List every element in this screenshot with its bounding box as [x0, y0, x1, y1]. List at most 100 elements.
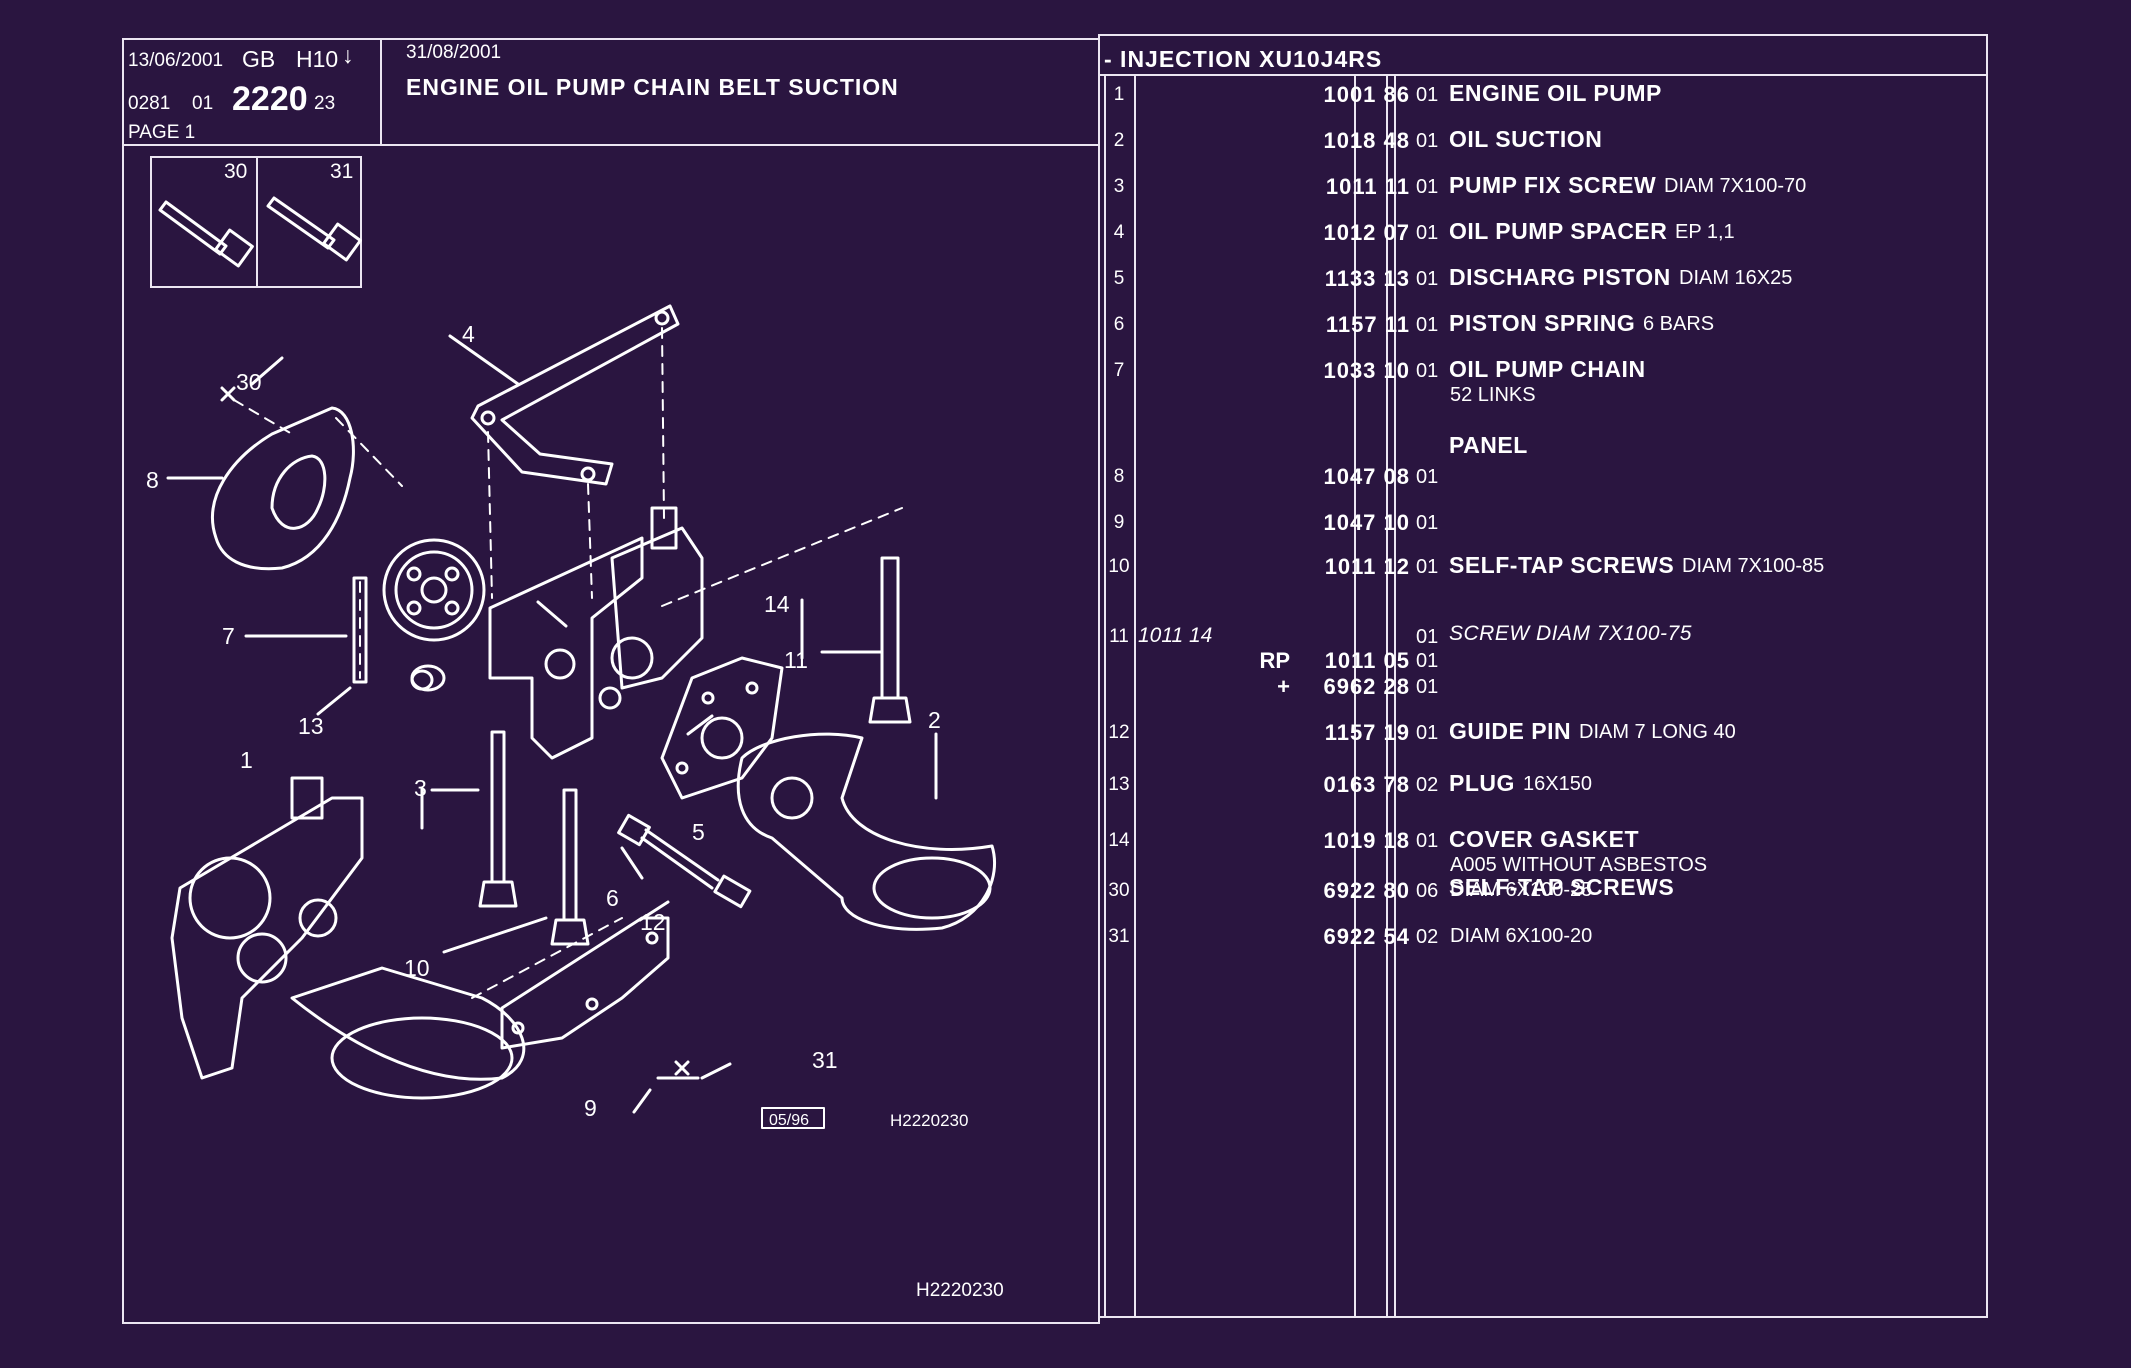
inset-divider [256, 156, 258, 288]
inset-label-30: 30 [224, 160, 248, 183]
part-spec: DIAM 6X100-20 [1450, 925, 1593, 947]
sprocket-part [382, 538, 486, 642]
screw-11-part [868, 556, 912, 724]
part-reference: 6962 28 [1323, 674, 1410, 699]
item-index: 7 [1113, 360, 1125, 381]
quantity: 01 [1416, 360, 1439, 382]
part-name: COVER GASKET [1449, 826, 1640, 852]
quantity: 01 [1416, 722, 1439, 744]
chain-part [352, 576, 368, 684]
callout-10: 10 [404, 955, 430, 981]
quantity: 01 [1416, 512, 1439, 534]
part-name: PISTON SPRING [1449, 310, 1636, 336]
header-divider [122, 144, 1100, 146]
pump-body-upper [488, 506, 903, 760]
ref-mid: 01 [192, 93, 214, 114]
oil-suction-part [736, 732, 997, 931]
page-number: PAGE 1 [128, 122, 196, 143]
part-name: SELF-TAP SCREWS [1449, 874, 1675, 900]
callout-12: 12 [640, 909, 666, 935]
alt-reference: 1011 14 [1138, 624, 1213, 647]
callout-11: 11 [784, 647, 808, 673]
quantity: 02 [1416, 774, 1439, 796]
header-separator [380, 38, 382, 146]
quantity: 01 [1416, 556, 1439, 578]
part-name: OIL PUMP SPACER [1449, 218, 1668, 244]
part-reference: 1011 12 [1324, 554, 1410, 579]
part-spec: EP 1,1 [1675, 221, 1735, 243]
quantity: 01 [1416, 222, 1439, 244]
callout-1: 1 [240, 747, 253, 773]
part-reference: 1001 86 [1323, 82, 1410, 107]
part-spec: DIAM 7X100-70 [1664, 175, 1807, 197]
ref-prefix: 0281 [128, 93, 171, 114]
parts-row: PANEL [1100, 432, 2000, 472]
item-index: 4 [1113, 222, 1125, 243]
plate-number: 2220 [232, 80, 308, 118]
quantity: 06 [1416, 880, 1439, 902]
screw-10-part [550, 788, 590, 946]
page-title: ENGINE OIL PUMP CHAIN BELT SUCTION [406, 74, 899, 100]
callout-2: 2 [928, 707, 941, 733]
item-index: 9 [1113, 512, 1125, 533]
part-reference: 1012 07 [1323, 220, 1410, 245]
item-index: 6 [1113, 314, 1125, 335]
quantity: 02 [1416, 926, 1439, 948]
quantity: 01 [1416, 314, 1439, 336]
callout-8: 8 [146, 467, 159, 493]
right-sheet-frame [1098, 34, 1988, 1318]
ref-prefix-mark: + [1277, 674, 1290, 699]
exploded-parts-diagram: 30 8 4 7 13 14 11 2 1 3 5 6 12 10 31 9 0… [146, 196, 1004, 1301]
piston-spring-pin-parts [617, 813, 752, 909]
part-spec: DIAM 7X100-85 [1682, 555, 1825, 577]
ref-prefix-mark: RP [1259, 648, 1290, 673]
section-divider [1098, 74, 1988, 76]
part-reference: 6922 80 [1323, 878, 1410, 903]
callout-3: 3 [414, 775, 427, 801]
quantity: 01 [1416, 130, 1439, 152]
part-name: DISCHARG PISTON [1449, 264, 1671, 290]
inset-label-31: 31 [330, 160, 354, 183]
callout-14: 14 [764, 591, 790, 617]
part-reference: 1018 48 [1323, 128, 1410, 153]
callout-9: 9 [584, 1095, 597, 1121]
part-spec: DIAM 6X100-25 [1450, 879, 1593, 901]
part-reference: 0163 78 [1323, 772, 1410, 797]
col-name-line [1394, 76, 1396, 1318]
cover-gasket-part [660, 656, 784, 800]
part-reference: 1047 10 [1323, 510, 1410, 535]
parts-row: 31 6922 54 02 DIAM 6X100-20 [1100, 922, 2000, 962]
item-index: 13 [1108, 774, 1130, 795]
part-reference: 1019 18 [1323, 828, 1410, 853]
panel-part [211, 386, 403, 571]
drawing-code: H2220230 [890, 1111, 968, 1130]
part-reference: 1157 19 [1324, 720, 1410, 745]
item-index: 14 [1108, 830, 1130, 851]
item-index: 2 [1113, 130, 1125, 151]
panel-9-part [471, 916, 690, 1076]
item-index: 31 [1108, 926, 1130, 947]
parts-row: 30 6922 80 06 DIAM 6X100-25 [1100, 876, 2000, 916]
item-index: 1 [1113, 84, 1125, 105]
parts-row: 9 1047 10 01 [1100, 508, 2000, 548]
spacer-plate-part [470, 304, 680, 599]
part-name: PUMP FIX SCREW [1449, 172, 1657, 198]
col-alt-line [1134, 76, 1136, 1318]
item-index: 30 [1108, 880, 1130, 901]
part-subline: A005 WITHOUT ASBESTOS [1450, 854, 1708, 876]
footer-code: H2220230 [916, 1280, 1004, 1301]
date-stamp: 05/96 [769, 1112, 809, 1129]
quantity: 01 [1416, 650, 1439, 672]
part-name: OIL SUCTION [1449, 126, 1603, 152]
callout-13: 13 [298, 713, 324, 739]
part-reference: 6922 54 [1323, 924, 1410, 949]
part-reference: 1011 11 [1325, 174, 1410, 199]
part-name: GUIDE PIN [1449, 718, 1572, 744]
catalog-date: 13/06/2001 [128, 50, 224, 71]
quantity: 01 [1416, 84, 1439, 106]
